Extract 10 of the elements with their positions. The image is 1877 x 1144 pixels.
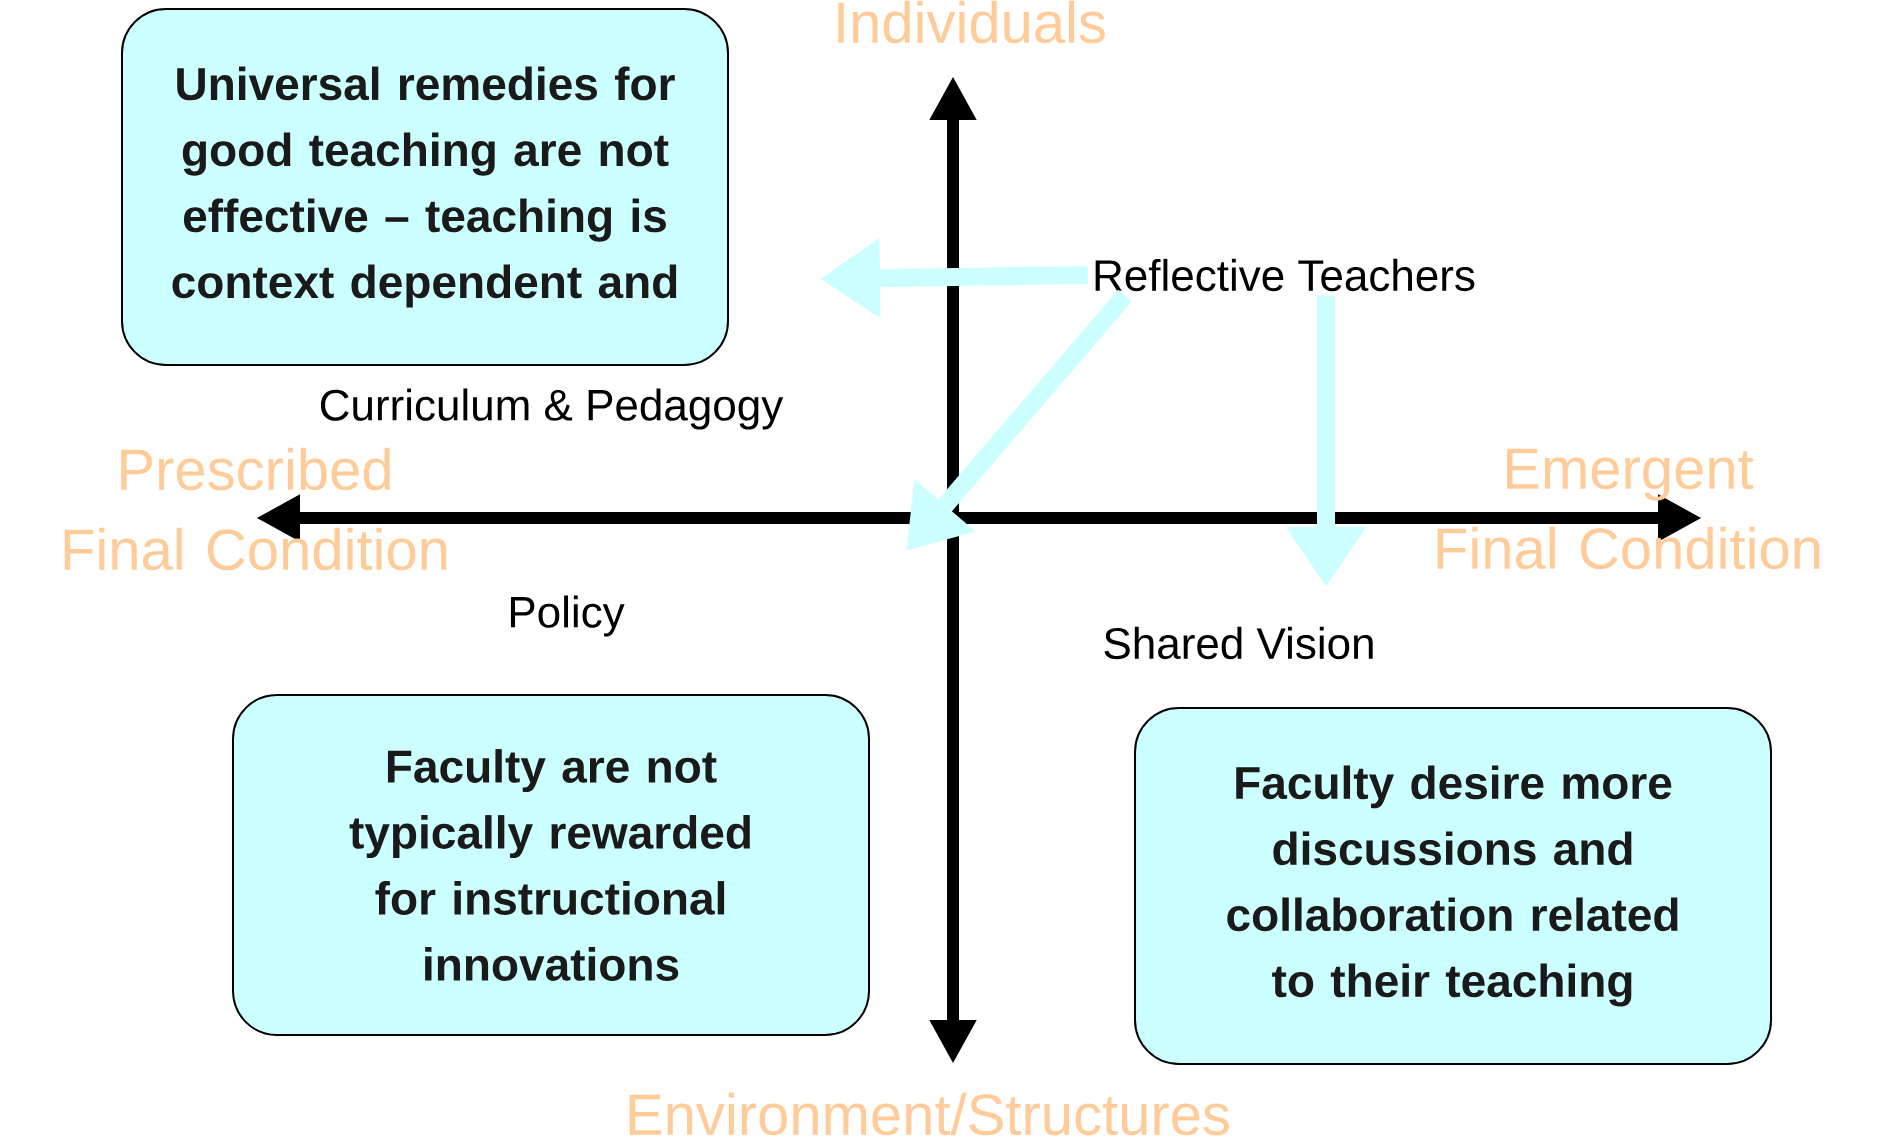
axis-label: Environment/Structures [629,1092,1229,1136]
text-box: Universal remedies for good teaching are not effective – teaching is context dependent and [121,8,729,366]
text-box: Faculty desire more discussions and collaboration related to their teaching [1134,707,1772,1065]
text-box: Faculty are not typically rewarded for instructional innovations [232,694,870,1036]
axis-label: Emergent Final Condition [1437,448,1820,570]
axis-label: Prescribed Final Condition [64,447,447,571]
text-label: Reflective Teachers [1095,258,1475,292]
text-label: Shared Vision [1104,626,1373,660]
text-label: Policy [510,595,625,637]
axis-label: Individuals [838,0,1105,44]
